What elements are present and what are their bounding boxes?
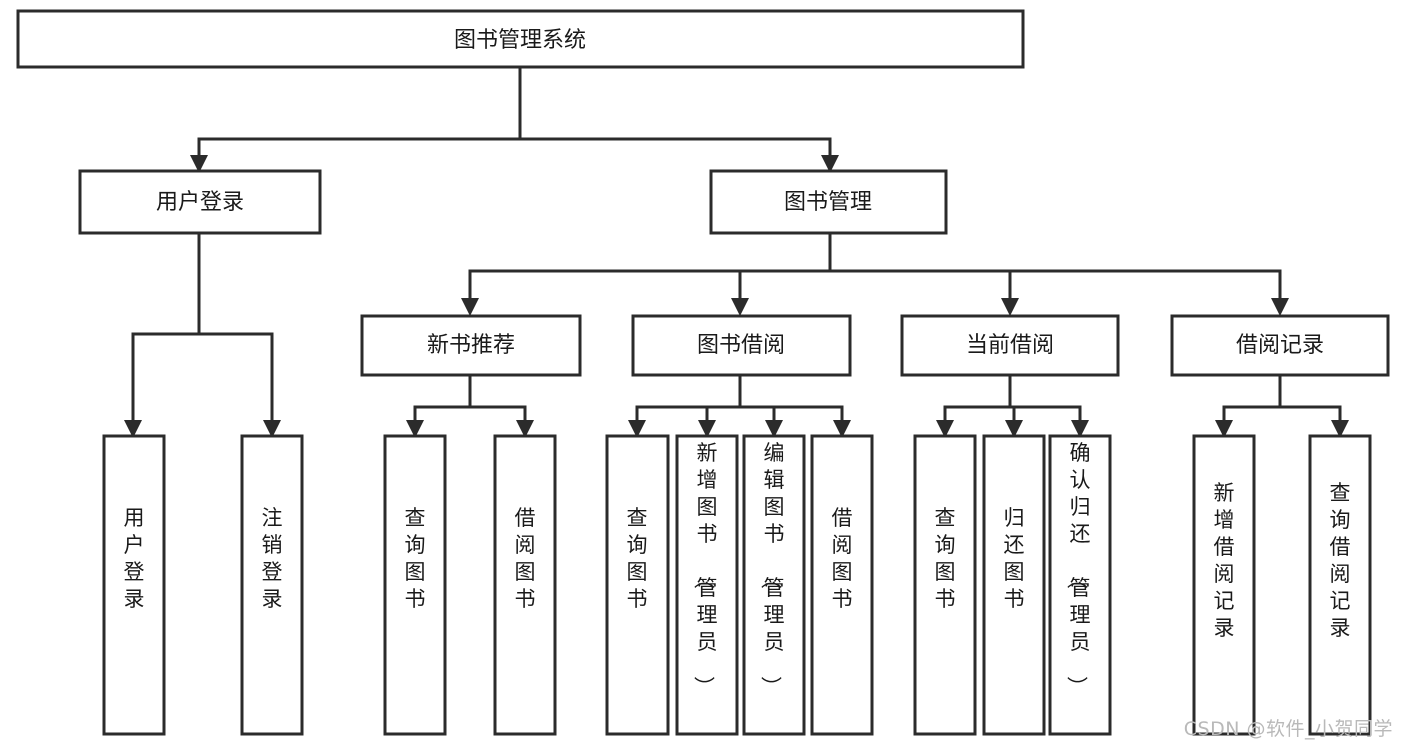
leaf-br-query-record[interactable]: 查询借阅记录	[1308, 434, 1372, 736]
arrowhead-nb-leaf-1	[406, 420, 424, 438]
leaf-user-login-box[interactable]	[102, 434, 166, 736]
leaf-bb-query-book[interactable]: 查询图书	[605, 434, 670, 736]
leaf-cb-confirm-return-label: 确认归还（管理员）	[1065, 441, 1091, 697]
leaf-nb-borrow-book[interactable]: 借阅图书	[493, 434, 557, 736]
arrowhead-leaf-user-login	[124, 420, 142, 438]
node-user-login-box[interactable]	[78, 169, 322, 235]
arrowhead-cb-leaf-3	[1071, 420, 1089, 438]
leaf-nb-query-book-box[interactable]	[383, 434, 447, 736]
leaf-cb-return-book-label: 归还图书	[1004, 506, 1025, 611]
leaf-bb-add-book[interactable]: 新增图书（管理员）	[675, 434, 739, 736]
node-new-book-recommend-box[interactable]	[360, 314, 582, 377]
node-user-login[interactable]: 用户登录	[78, 169, 322, 235]
node-book-borrow-label: 图书借阅	[697, 333, 785, 358]
node-book-borrow-box[interactable]	[631, 314, 852, 377]
leaf-br-add-record-box[interactable]	[1192, 434, 1256, 736]
leaf-bb-query-book-box[interactable]	[605, 434, 670, 736]
node-current-borrow[interactable]: 当前借阅	[900, 314, 1120, 377]
leaf-cb-return-book[interactable]: 归还图书	[982, 434, 1046, 736]
leaf-bb-borrow-book-box[interactable]	[810, 434, 874, 736]
leaf-br-query-record-box[interactable]	[1308, 434, 1372, 736]
leaf-user-login[interactable]: 用户登录	[102, 434, 166, 736]
arrowhead-bb-leaf-1	[628, 420, 646, 438]
leaf-cb-query-book[interactable]: 查询图书	[913, 434, 977, 736]
leaf-br-add-record-label: 新增借阅记录	[1214, 481, 1235, 640]
node-book-management-label: 图书管理	[784, 190, 872, 215]
node-borrow-record[interactable]: 借阅记录	[1170, 314, 1390, 377]
node-root-box[interactable]	[16, 9, 1025, 69]
leaf-nb-borrow-book-label: 借阅图书	[515, 506, 536, 611]
node-book-management[interactable]: 图书管理	[709, 169, 948, 235]
node-root-book-management-system[interactable]: 图书管理系统	[16, 9, 1025, 69]
arrowhead-cb-leaf-2	[1005, 420, 1023, 438]
arrowhead-book-borrow	[731, 298, 749, 316]
arrowhead-bb-leaf-4	[833, 420, 851, 438]
leaf-bb-add-book-box[interactable]	[675, 434, 739, 736]
leaf-nb-query-book[interactable]: 查询图书	[383, 434, 447, 736]
leaf-bb-borrow-book[interactable]: 借阅图书	[810, 434, 874, 736]
node-user-login-label: 用户登录	[156, 190, 244, 215]
leaf-cb-query-book-box[interactable]	[913, 434, 977, 736]
node-current-borrow-label: 当前借阅	[966, 333, 1054, 358]
leaf-cb-query-book-label: 查询图书	[935, 506, 956, 611]
arrowhead-br-leaf-1	[1215, 420, 1233, 438]
leaf-cb-confirm-return-box[interactable]	[1048, 434, 1112, 736]
leaf-bb-edit-book[interactable]: 编辑图书（管理员）	[742, 434, 806, 736]
leaf-nb-borrow-book-box[interactable]	[493, 434, 557, 736]
leaf-bb-borrow-book-label: 借阅图书	[832, 506, 853, 611]
arrowhead-br-leaf-2	[1331, 420, 1349, 438]
leaf-logout-box[interactable]	[240, 434, 304, 736]
arrowhead-borrow-record	[1271, 298, 1289, 316]
arrowhead-leaf-logout	[263, 420, 281, 438]
arrowhead-new-book	[461, 298, 479, 316]
arrowhead-bb-leaf-2	[698, 420, 716, 438]
leaf-bb-query-book-label: 查询图书	[627, 506, 648, 611]
node-borrow-record-label: 借阅记录	[1236, 333, 1324, 358]
leaf-bb-add-book-label: 新增图书（管理员）	[692, 441, 718, 697]
arrowhead-cb-leaf-1	[936, 420, 954, 438]
node-root-label: 图书管理系统	[454, 28, 586, 53]
arrowhead-nb-leaf-2	[516, 420, 534, 438]
leaf-bb-edit-book-label: 编辑图书（管理员）	[759, 441, 785, 697]
arrowhead-user-login	[190, 155, 208, 173]
arrowhead-current-borrow	[1001, 298, 1019, 316]
leaf-cb-confirm-return[interactable]: 确认归还（管理员）	[1048, 434, 1112, 736]
leaf-nb-query-book-label: 查询图书	[405, 506, 426, 611]
node-borrow-record-box[interactable]	[1170, 314, 1390, 377]
node-book-borrow[interactable]: 图书借阅	[631, 314, 852, 377]
leaf-logout[interactable]: 注销登录	[240, 434, 304, 736]
leaf-bb-edit-book-box[interactable]	[742, 434, 806, 736]
leaf-br-add-record[interactable]: 新增借阅记录	[1192, 434, 1256, 736]
node-current-borrow-box[interactable]	[900, 314, 1120, 377]
node-new-book-recommend-label: 新书推荐	[427, 333, 515, 358]
leaf-user-login-label: 用户登录	[124, 506, 145, 611]
node-new-book-recommend[interactable]: 新书推荐	[360, 314, 582, 377]
arrowhead-book-manage	[821, 155, 839, 173]
arrowhead-bb-leaf-3	[765, 420, 783, 438]
connector-layer	[124, 65, 1349, 438]
leaf-cb-return-book-box[interactable]	[982, 434, 1046, 736]
leaf-br-query-record-label: 查询借阅记录	[1330, 481, 1351, 640]
leaf-logout-label: 注销登录	[262, 506, 283, 611]
node-book-management-box[interactable]	[709, 169, 948, 235]
